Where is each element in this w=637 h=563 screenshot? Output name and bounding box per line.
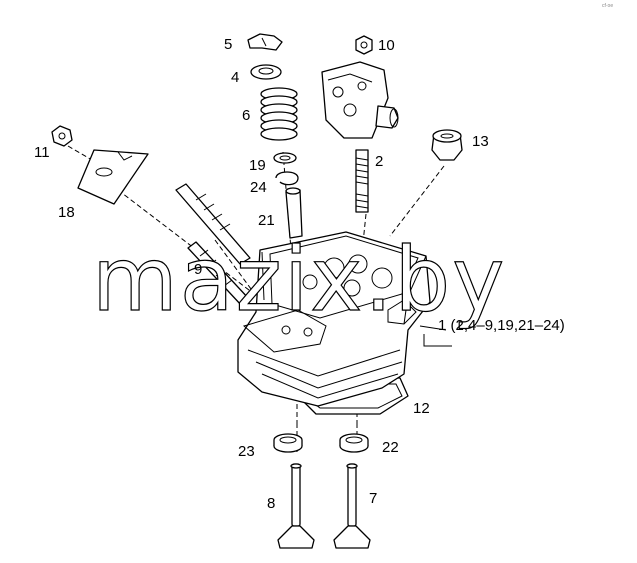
callout-22: 22 [382, 439, 399, 456]
callout-11: 11 [34, 144, 50, 161]
callout-13: 13 [472, 133, 489, 150]
corner-mark: cf·oe [602, 3, 613, 9]
assembly-bracket [419, 325, 452, 347]
valve-keepers-icon [247, 33, 283, 51]
callout-21: 21 [258, 212, 275, 229]
nut-small-icon [51, 125, 73, 147]
clamp-plate-icon [77, 149, 149, 205]
callout-6: 6 [242, 107, 250, 124]
injector-clamp-icon [321, 61, 399, 139]
cylinder-head-icon [237, 231, 431, 407]
valve-seat-insert-icon [273, 433, 303, 453]
callout-23: 23 [238, 443, 255, 460]
callout-24: 24 [250, 179, 267, 196]
callout-7: 7 [369, 490, 377, 507]
watermark-text: mazix.by [92, 228, 506, 331]
callout-8: 8 [267, 495, 275, 512]
callout-assembly-1: 1 (2,4–9,19,21–24) [438, 317, 565, 334]
callout-2: 2 [375, 153, 383, 170]
seal-ring-icon [275, 171, 299, 186]
callout-18: 18 [58, 204, 75, 221]
valve-seat-insert-exhaust-icon [339, 433, 369, 453]
valve-spring-icon [260, 87, 298, 141]
callout-4: 4 [231, 69, 239, 86]
exhaust-valve-icon [333, 463, 371, 549]
stud-icon [355, 149, 369, 213]
callout-19: 19 [249, 157, 266, 174]
callout-5: 5 [224, 36, 232, 53]
callout-labels: 5 10 4 6 13 11 19 2 24 18 21 9 1 (2,4–9,… [34, 36, 565, 512]
spring-seat-icon [250, 64, 282, 80]
fuel-injector-icon [175, 183, 251, 307]
callout-9: 9 [194, 261, 202, 278]
plug-icon [431, 129, 463, 161]
nut-icon [355, 35, 373, 55]
callout-12: 12 [413, 400, 430, 417]
intake-valve-icon [277, 463, 315, 549]
valve-guide-icon [285, 187, 303, 239]
washer-icon [273, 152, 297, 164]
callout-10: 10 [378, 37, 395, 54]
